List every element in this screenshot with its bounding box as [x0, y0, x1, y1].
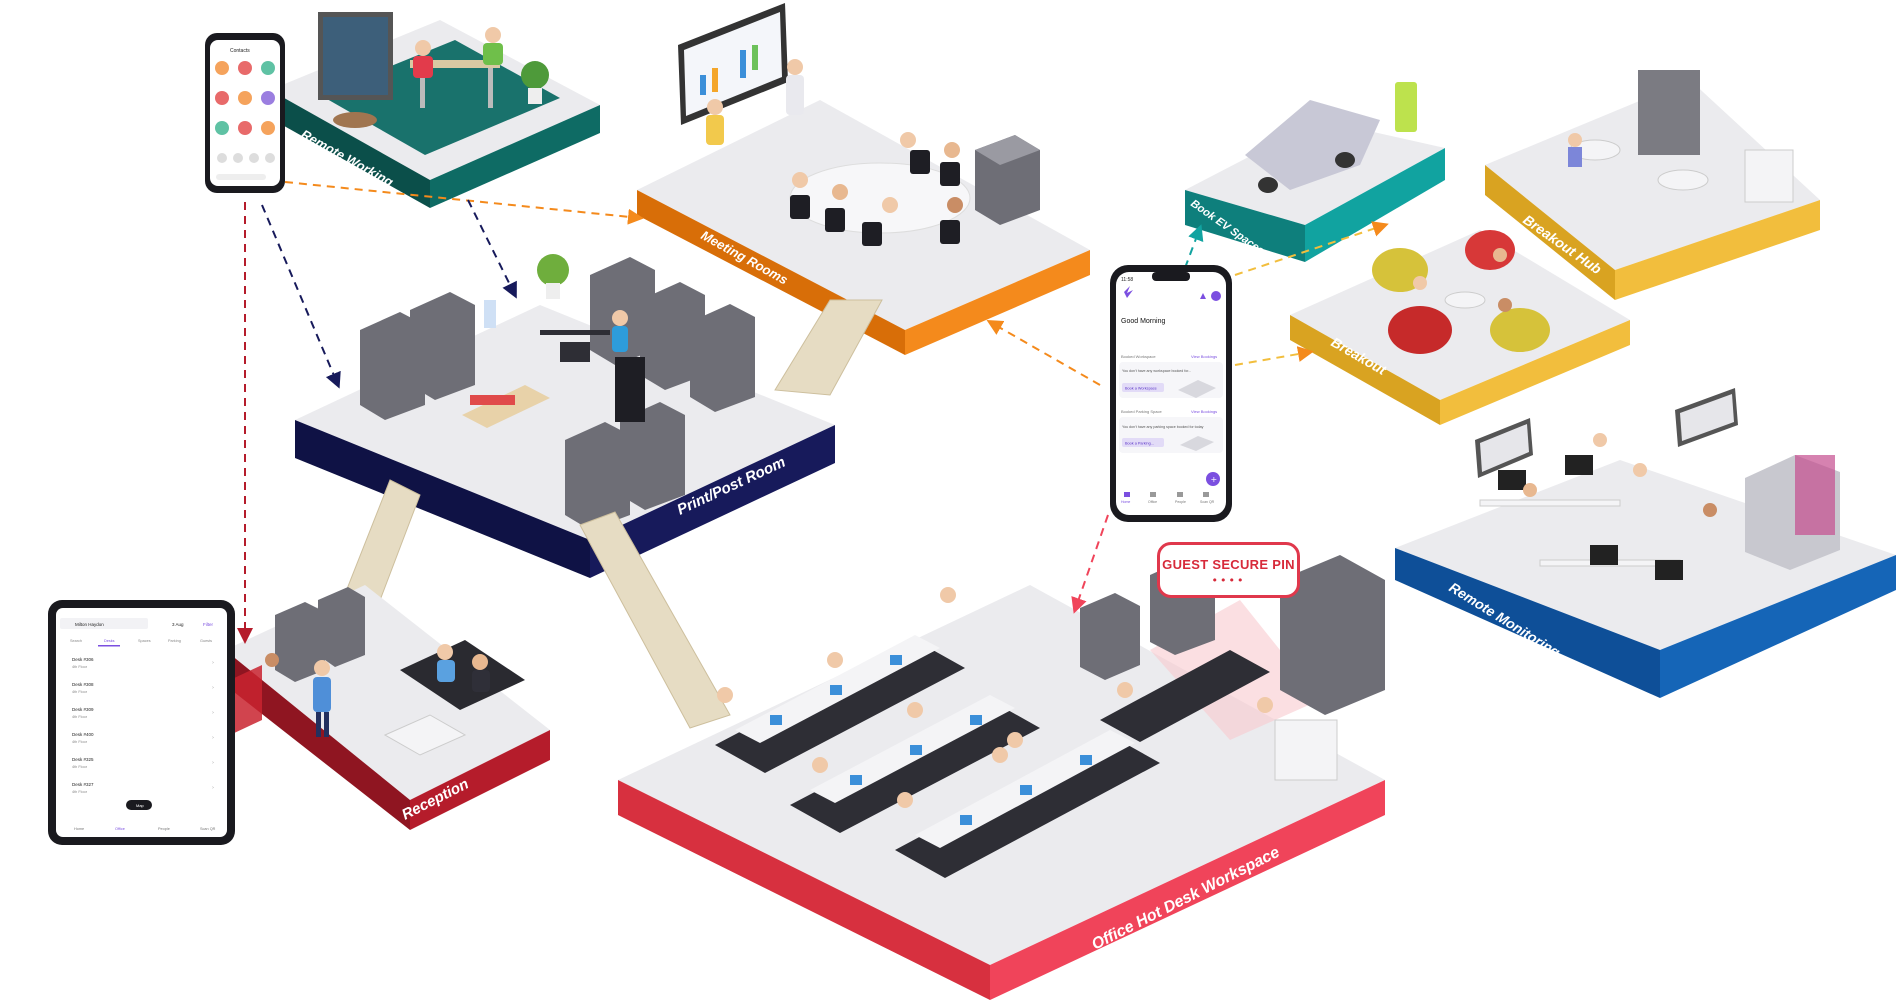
arrow-app-to-ev: [1184, 224, 1204, 269]
phone-time: 11:58: [1121, 277, 1133, 283]
guest-secure-pin-callout: GUEST SECURE PIN ••••: [1157, 542, 1300, 598]
arrow-app-to-breakout-hub: [1234, 221, 1389, 276]
desk-floor: 4th Floor: [72, 790, 88, 794]
desk-floor: 4th Floor: [72, 665, 88, 669]
add-button[interactable]: [1206, 472, 1220, 486]
tablet-nav-office[interactable]: Office: [115, 827, 125, 831]
desk-name: Desk #400: [72, 732, 94, 737]
booked-workspace-label: Booked Workspace: [1121, 354, 1156, 359]
guest-secure-pin-title: GUEST SECURE PIN: [1162, 557, 1295, 572]
list-item[interactable]: Desk #400 4th Floor ›: [72, 732, 214, 744]
list-item[interactable]: Desk #309 4th Floor ›: [72, 707, 214, 719]
desk-name: Desk #306: [72, 657, 94, 662]
zone-remote-working: Remote Working: [270, 12, 600, 208]
tablet-user-name: Milton Haydon: [75, 622, 104, 627]
tablet-tab-spaces[interactable]: Spaces: [138, 639, 151, 643]
arrow-phone-to-meeting: [284, 181, 644, 225]
chevron-right-icon: ›: [212, 785, 214, 791]
no-parking-text: You don't have any parking space booked …: [1122, 425, 1204, 429]
desk-name: Desk #308: [72, 682, 94, 687]
book-workspace-button[interactable]: [1122, 383, 1164, 392]
chevron-right-icon: ›: [212, 710, 214, 716]
desk-floor: 4th Floor: [72, 765, 88, 769]
car-illustration-icon: [1180, 436, 1214, 451]
bell-icon[interactable]: [1200, 293, 1206, 299]
nav-people[interactable]: People: [1175, 500, 1186, 504]
tablet-filter[interactable]: Filter: [203, 622, 214, 627]
list-item[interactable]: Desk #325 4th Floor ›: [72, 757, 214, 769]
arrow-remote-to-print-room: [467, 199, 517, 299]
workplace-app-phone[interactable]: 11:58 Good Morning Booked Workspace View…: [1110, 265, 1232, 522]
tablet-tab-desks[interactable]: Desks: [104, 639, 115, 643]
map-button[interactable]: [126, 800, 152, 810]
desk-booking-tablet[interactable]: Milton Haydon 3 Aug Filter Search Desks …: [48, 600, 235, 845]
app-logo-icon: [1124, 286, 1133, 298]
guest-secure-pin-dots: ••••: [1211, 574, 1246, 587]
arrow-phone-to-print-room: [261, 204, 341, 389]
list-item[interactable]: Desk #308 4th Floor ›: [72, 682, 214, 694]
tablet-tab-search[interactable]: Search: [70, 639, 82, 643]
zone-office-hot-desk: Office Hot Desk Workspace: [618, 555, 1385, 1000]
view-bookings-link-1[interactable]: View Bookings: [1191, 354, 1217, 359]
book-parking-button[interactable]: [1122, 438, 1164, 447]
contacts-phone[interactable]: Contacts: [205, 33, 285, 193]
desk-floor: 4th Floor: [72, 690, 88, 694]
scan-qr-icon[interactable]: [1203, 492, 1209, 497]
list-item[interactable]: Desk #306 4th Floor ›: [72, 657, 214, 669]
nav-office[interactable]: Office: [1148, 500, 1157, 504]
chevron-right-icon: ›: [212, 760, 214, 766]
zone-remote-monitoring: Remote Monitoring: [1395, 388, 1896, 698]
desk-floor: 4th Floor: [72, 715, 88, 719]
nav-home[interactable]: Home: [1121, 500, 1130, 504]
zone-breakout: Breakout: [1290, 230, 1630, 425]
desk-illustration-icon: [1178, 380, 1216, 398]
desk-name: Desk #309: [72, 707, 94, 712]
chevron-right-icon: ›: [212, 660, 214, 666]
view-bookings-link-2[interactable]: View Bookings: [1191, 409, 1217, 414]
tablet-nav-people[interactable]: People: [158, 827, 170, 831]
zone-book-ev-spaces: Book EV Spaces: [1185, 82, 1445, 262]
workspace-card: [1119, 362, 1223, 398]
zone-print-post-room: Print/Post Room: [295, 254, 835, 578]
desk-floor: 4th Floor: [72, 740, 88, 744]
tablet-date[interactable]: 3 Aug: [172, 622, 184, 627]
book-workspace-button-label: Book a Workspace: [1125, 387, 1157, 391]
plus-icon: +: [1211, 475, 1218, 484]
desk-list: Desk #306 4th Floor › Desk #308 4th Floo…: [72, 657, 214, 794]
chevron-right-icon: ›: [212, 735, 214, 741]
home-icon[interactable]: [1124, 492, 1130, 497]
desk-name: Desk #325: [72, 757, 94, 762]
zone-breakout-hub: Breakout Hub: [1485, 70, 1820, 300]
desk-name: Desk #327: [72, 782, 94, 787]
nav-scan-qr[interactable]: Scan QR: [1200, 500, 1215, 504]
parking-card: [1119, 417, 1223, 453]
arrow-app-to-hot-desk: [1071, 514, 1109, 614]
chevron-right-icon: ›: [212, 685, 214, 691]
tablet-tab-parking[interactable]: Parking: [168, 639, 181, 643]
no-workspace-text: You don't have any workspace booked for.…: [1122, 369, 1191, 373]
arrow-app-to-meeting: [986, 320, 1101, 386]
booked-parking-label: Booked Parking Space: [1121, 409, 1162, 414]
map-button-label: Map: [136, 803, 145, 808]
people-icon[interactable]: [1177, 492, 1183, 497]
phone-bottom-nav: Home Office People Scan QR: [1121, 492, 1215, 504]
zone-reception: Reception: [180, 585, 550, 830]
user-selector[interactable]: [60, 618, 148, 629]
list-item[interactable]: Desk #327 4th Floor ›: [72, 782, 214, 794]
contact-avatar-grid: [215, 61, 275, 163]
arrow-app-to-breakout: [1234, 346, 1314, 366]
tablet-bottom-nav: Home Office People Scan QR: [74, 827, 216, 831]
contacts-phone-title: Contacts: [230, 48, 250, 54]
book-parking-button-label: Book a Parking...: [1125, 442, 1154, 446]
greeting: Good Morning: [1121, 318, 1165, 325]
tablet-tabs: Search Desks Spaces Parking Guests: [70, 639, 212, 647]
tablet-tab-guests[interactable]: Guests: [200, 639, 212, 643]
tablet-nav-home[interactable]: Home: [74, 827, 84, 831]
connector-arrows: [237, 181, 1389, 644]
office-icon[interactable]: [1150, 492, 1156, 497]
tablet-nav-scan-qr[interactable]: Scan QR: [200, 827, 216, 831]
avatar[interactable]: [1211, 291, 1221, 301]
